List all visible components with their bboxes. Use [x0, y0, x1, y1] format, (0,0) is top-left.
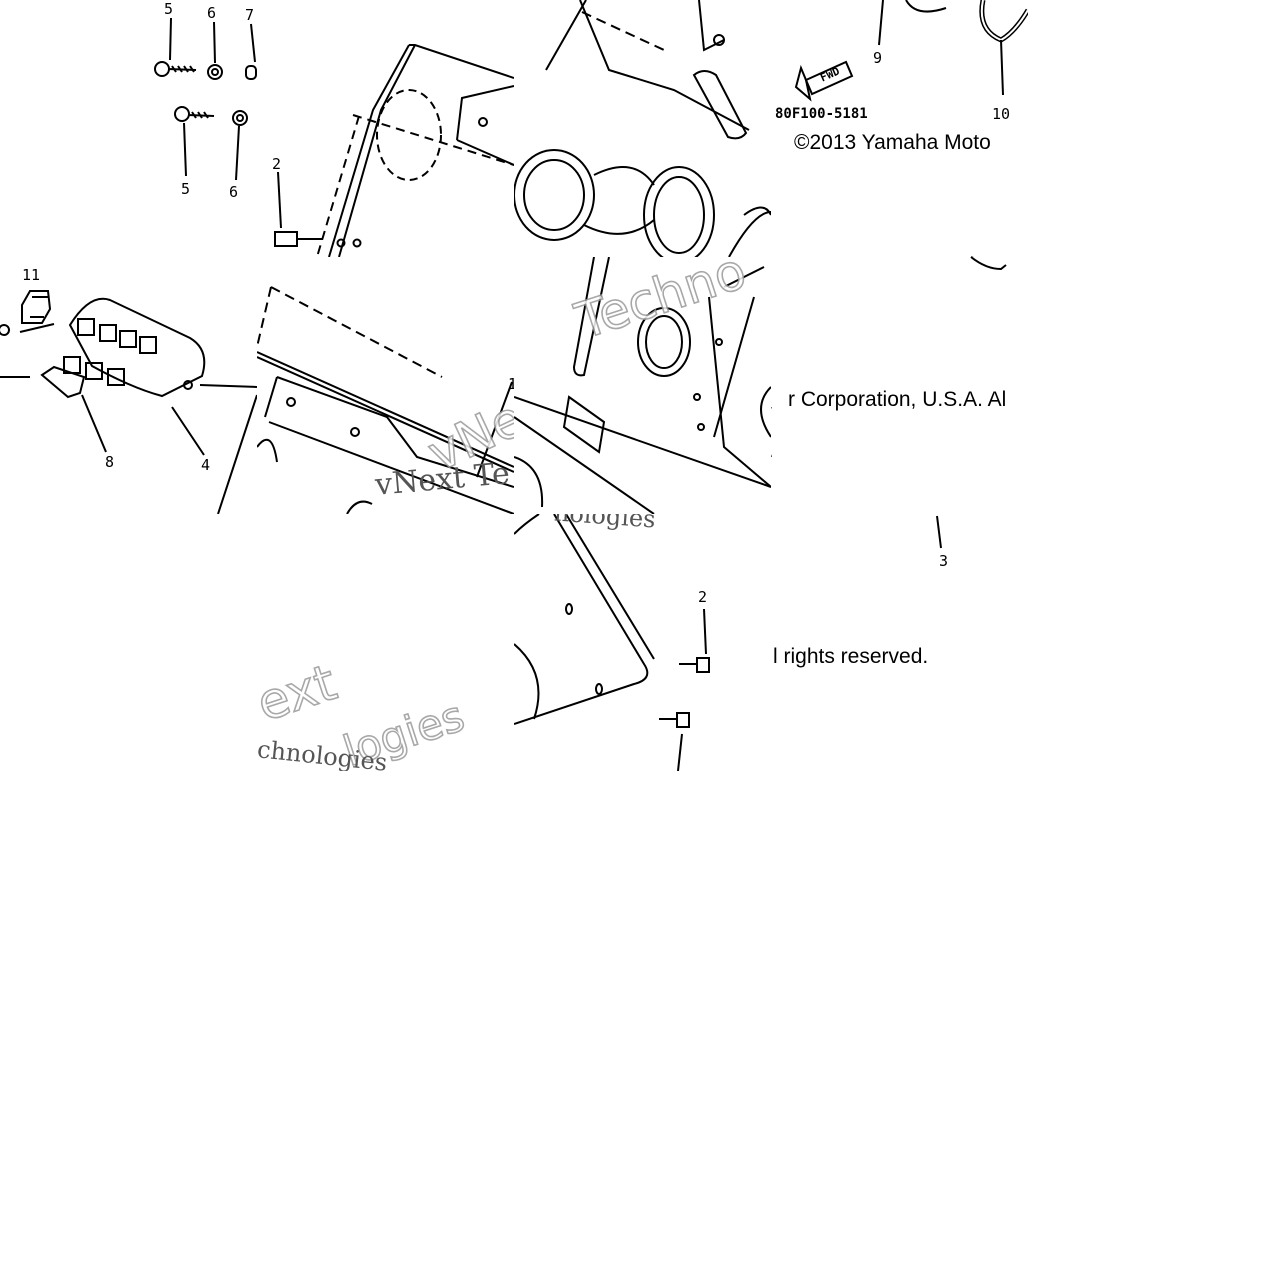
- clip-drawing: [0, 290, 257, 514]
- hose-drawing: [794, 0, 1028, 102]
- tile-copyright-2: r Corporation, U.S.A. Al: [771, 257, 1028, 514]
- tile-fasteners: 5 6 7 5 6: [0, 0, 257, 257]
- fastener-drawing: [154, 17, 257, 181]
- callout-7a: 7: [245, 6, 255, 24]
- tile-airbox: [514, 0, 771, 257]
- callout-4: 4: [201, 456, 211, 474]
- bracket-drawing: [274, 44, 514, 257]
- watermark-ext: ext: [257, 652, 344, 733]
- lower-bracket-drawing: [514, 514, 710, 771]
- tile-panel: vNe vNext Te 1: [257, 257, 514, 514]
- copyright-line1: ©2013 Yamaha Moto: [794, 131, 991, 154]
- tile-lower-bracket: nologies 2: [514, 514, 771, 771]
- copyright-line2: r Corporation, U.S.A. Al: [788, 388, 1007, 411]
- part-code: 80F100-5181: [775, 106, 868, 122]
- callout-1: 1: [508, 375, 514, 393]
- callout-2a: 2: [272, 155, 282, 173]
- tile-bracket-top: 2: [257, 0, 514, 257]
- callout-8: 8: [105, 453, 115, 471]
- airbox-drawing: [514, 0, 771, 257]
- leader-drawing: [936, 515, 942, 549]
- callout-11: 11: [22, 266, 41, 284]
- tile-watermark-left: ext logies chnologies: [257, 514, 514, 771]
- callout-9: 9: [873, 49, 883, 67]
- tile-copyright-3: 3 l rights reserved.: [771, 514, 1028, 771]
- callout-10: 10: [992, 105, 1011, 123]
- hook-drawing: [771, 257, 1007, 457]
- callout-3: 3: [939, 552, 949, 570]
- callout-5a: 5: [164, 0, 174, 18]
- callout-6a: 6: [207, 4, 217, 22]
- rear-panel-drawing: [514, 257, 771, 514]
- copyright-line3: l rights reserved.: [773, 645, 929, 668]
- tile-rear-panel: Techno: [514, 257, 771, 514]
- panel-drawing: [257, 286, 514, 514]
- callout-6b: 6: [229, 183, 239, 201]
- tile-hose-copyright: 9 10 FWD 80F100-5181 ©2013 Yamaha Moto: [771, 0, 1028, 257]
- callout-5b: 5: [181, 180, 191, 198]
- callout-2b: 2: [698, 588, 708, 606]
- tile-clip: 11 8 4: [0, 257, 257, 514]
